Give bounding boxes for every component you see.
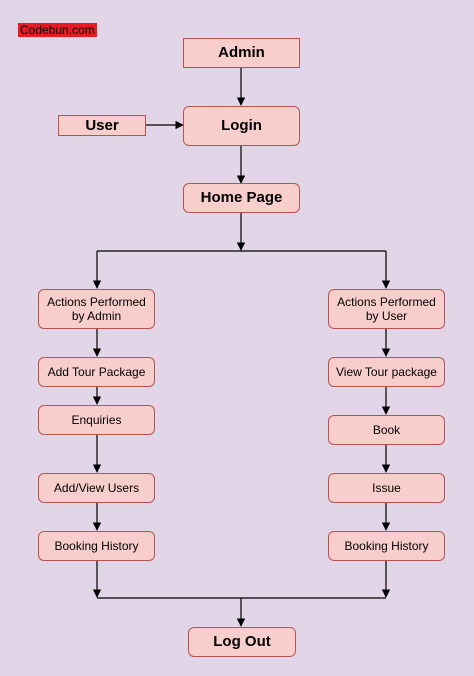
node-admin: Admin (183, 38, 300, 68)
node-admin-booking-history: Booking History (38, 531, 155, 561)
node-add-view-users: Add/View Users (38, 473, 155, 503)
node-issue: Issue (328, 473, 445, 503)
node-add-tour-package: Add Tour Package (38, 357, 155, 387)
node-admin-actions: Actions Performed by Admin (38, 289, 155, 329)
node-user-booking-history: Booking History (328, 531, 445, 561)
node-user: User (58, 115, 146, 136)
watermark-logo: Codebun.com (18, 23, 97, 37)
node-book: Book (328, 415, 445, 445)
node-login: Login (183, 106, 300, 146)
node-home-page: Home Page (183, 183, 300, 213)
node-log-out: Log Out (188, 627, 296, 657)
node-view-tour-package: View Tour package (328, 357, 445, 387)
node-enquiries: Enquiries (38, 405, 155, 435)
node-user-actions: Actions Performed by User (328, 289, 445, 329)
